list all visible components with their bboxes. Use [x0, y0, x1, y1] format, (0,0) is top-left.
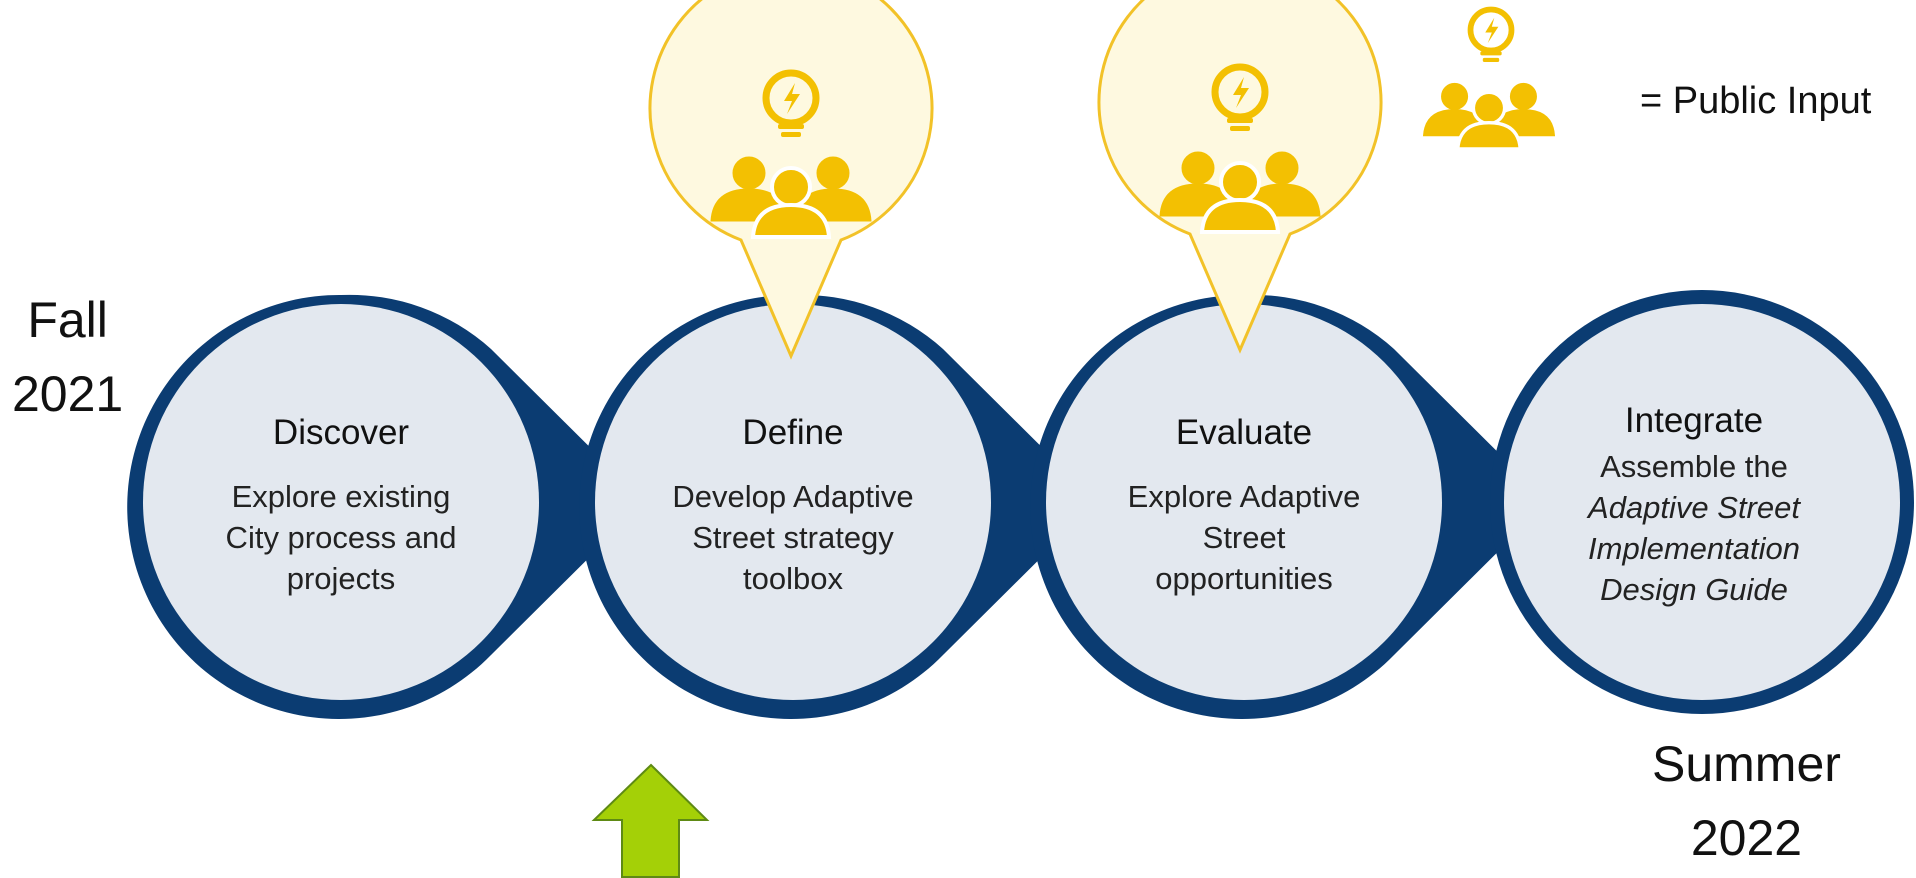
description-line: Design Guide: [1600, 572, 1788, 607]
description-line: City process and: [225, 520, 457, 555]
stage-description-evaluate: Explore Adaptive Street opportunities: [1128, 476, 1361, 599]
public-input-marker-define: [648, 0, 934, 360]
public-input-marker-evaluate: [1097, 0, 1383, 354]
end-date-label: Summer 2022: [1652, 727, 1841, 875]
legend-label: = Public Input: [1640, 80, 1872, 122]
description-line: Street strategy: [692, 520, 894, 555]
end-year: 2022: [1690, 810, 1803, 866]
stage-circle: [595, 304, 991, 700]
description-line: Explore Adaptive: [1127, 479, 1361, 514]
stage-circle: [1046, 304, 1442, 700]
stage-define: [579, 294, 1097, 719]
description-line: Develop Adaptive: [672, 479, 914, 514]
start-date-label: Fall 2021: [12, 283, 123, 431]
description-line: toolbox: [743, 561, 843, 596]
stage-description-integrate: Assemble the Adaptive Street Implementat…: [1588, 446, 1800, 610]
description-line: Explore existing: [231, 479, 451, 514]
stage-title-evaluate: Evaluate: [1175, 413, 1313, 452]
stage-title-discover: Discover: [272, 413, 410, 452]
stage-title-integrate: Integrate: [1624, 401, 1764, 440]
description-line: Implementation: [1588, 531, 1800, 566]
start-season: Fall: [27, 292, 108, 348]
stage-description-discover: Explore existing City process and projec…: [226, 476, 457, 599]
stage-circle: [1504, 304, 1900, 700]
description-line: opportunities: [1155, 561, 1333, 596]
stage-evaluate: [1030, 294, 1548, 719]
stage-title-define: Define: [742, 413, 844, 452]
description-line: projects: [286, 561, 396, 596]
arrow-up-icon: [591, 763, 710, 878]
stage-description-define: Develop Adaptive Street strategy toolbox: [672, 476, 913, 599]
description-line: Street: [1202, 520, 1286, 555]
description-line: Adaptive Street: [1588, 490, 1800, 525]
stage-integrate: [1490, 290, 1914, 714]
stage-discover: [127, 294, 645, 719]
stage-circle: [143, 304, 539, 700]
end-season: Summer: [1652, 736, 1841, 792]
description-intro: Assemble the: [1600, 449, 1788, 484]
start-year: 2021: [12, 366, 124, 422]
legend-public-input-icon: [1421, 10, 1557, 151]
